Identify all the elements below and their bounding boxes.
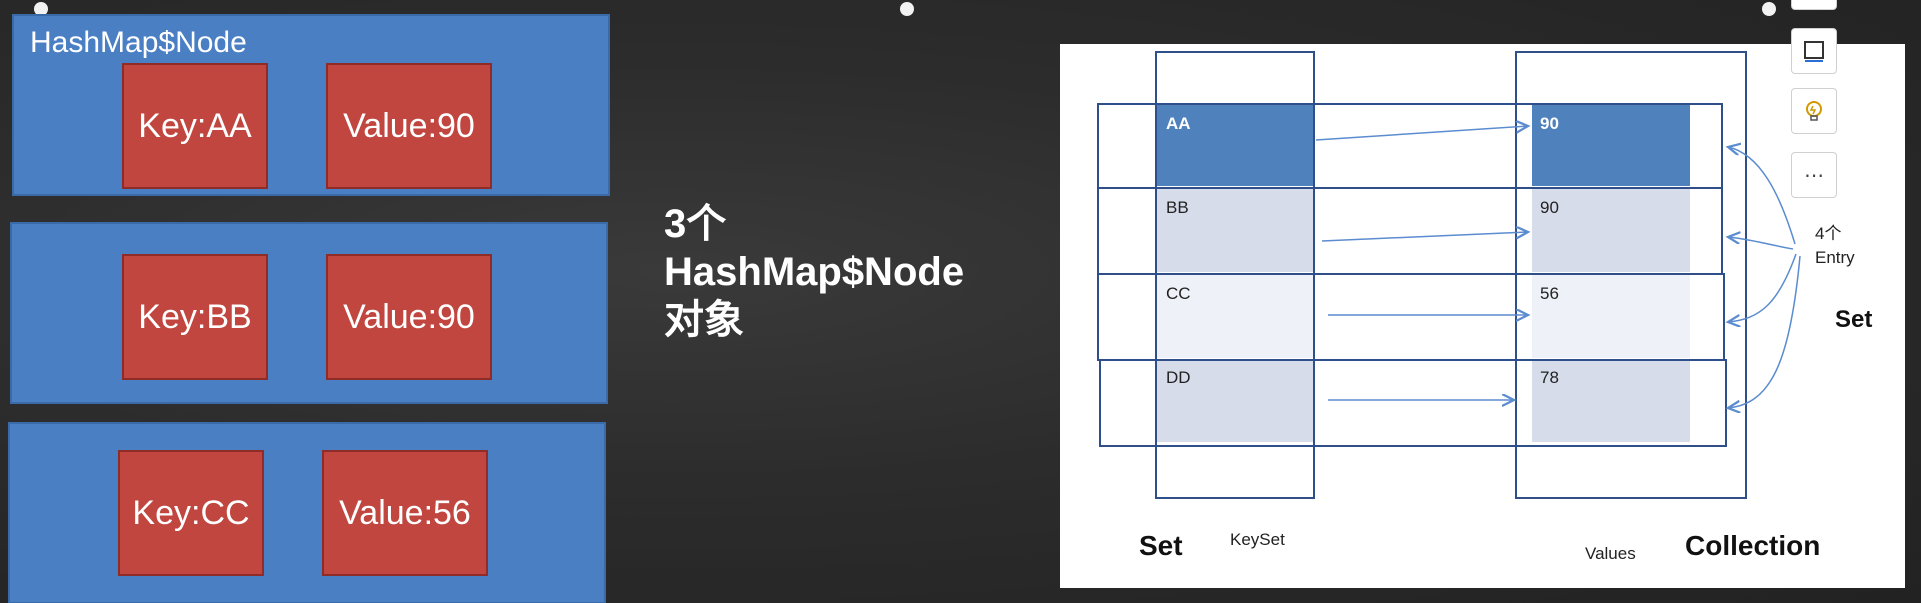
key-label: AA <box>1166 114 1191 133</box>
selection-handle-left[interactable] <box>34 2 48 16</box>
caption-line-2: HashMap$Node <box>664 250 965 294</box>
collection-label: Collection <box>1685 530 1821 561</box>
hashmap-node-panel-2[interactable]: Key:BB Value:90 <box>10 222 608 404</box>
caption-line-1: 3个 <box>664 202 727 246</box>
hashmap-node-panel-1[interactable]: HashMap$Node Key:AA Value:90 <box>12 14 610 196</box>
keyset-set-label: Set <box>1139 530 1183 561</box>
node-count-caption: 3个 HashMap$Node 对象 <box>664 200 964 344</box>
hashmap-node-panel-3[interactable]: Key:CC Value:56 <box>8 422 606 603</box>
value-cell: Value:90 <box>326 63 492 189</box>
selection-handle-middle[interactable] <box>900 2 914 16</box>
entry-set-label: Set <box>1835 306 1873 333</box>
key-cell: Key:AA <box>122 63 268 189</box>
more-options-button[interactable]: ⋯ <box>1791 152 1837 198</box>
diagram-graphics <box>1097 51 1801 499</box>
value-label: 78 <box>1540 368 1559 387</box>
key-label: CC <box>1166 284 1191 303</box>
value-cell: Value:56 <box>322 450 488 576</box>
entry-label: Entry <box>1815 248 1855 267</box>
caption-line-3: 对象 <box>664 298 744 342</box>
value-cell: Value:90 <box>326 254 492 380</box>
key-cell: Key:CC <box>118 450 264 576</box>
value-label: 90 <box>1540 114 1559 133</box>
value-label: 90 <box>1540 198 1559 217</box>
more-icon: ⋯ <box>1804 164 1824 187</box>
key-highlight-fill <box>1156 104 1314 186</box>
ideas-button[interactable] <box>1791 88 1837 134</box>
key-label: DD <box>1166 368 1191 387</box>
selection-handle-right[interactable] <box>1762 2 1776 16</box>
entryset-diagram: AA BB CC DD 90 90 56 78 4个 Entry Set Set… <box>1060 44 1905 588</box>
value-highlight-fill <box>1532 104 1690 186</box>
key-cell: Key:BB <box>122 254 268 380</box>
lightbulb-icon <box>1806 101 1822 121</box>
keyset-label: KeySet <box>1230 530 1285 549</box>
present-button[interactable] <box>1791 28 1837 74</box>
value-label: 56 <box>1540 284 1559 303</box>
toolbar-top-button[interactable] <box>1791 0 1837 10</box>
values-label: Values <box>1585 544 1636 563</box>
entry-count-label: 4个 <box>1815 224 1842 243</box>
present-icon <box>1804 41 1824 62</box>
key-label: BB <box>1166 198 1189 217</box>
node-title: HashMap$Node <box>30 26 247 59</box>
